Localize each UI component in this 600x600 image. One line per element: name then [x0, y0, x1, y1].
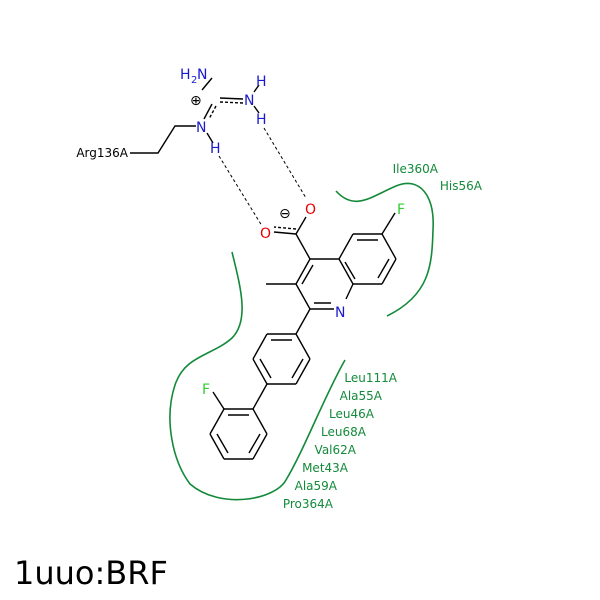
bond-ne-h	[206, 132, 214, 144]
pocket-contours	[169, 182, 434, 501]
bond-nh1-h	[253, 84, 260, 93]
arg-nh1-h-top: H	[256, 74, 267, 90]
atom-f-top: F	[397, 202, 405, 218]
bond-c2-c3	[295, 283, 311, 310]
atom-minus-charge: ⊖	[279, 206, 291, 222]
pocket-arc-bottom	[169, 251, 346, 501]
bond-cz-nh2	[201, 77, 213, 91]
bond-c3-c4	[295, 258, 311, 285]
bond-cz-nh1-dash	[219, 101, 244, 104]
bond-c4a-c5	[338, 233, 354, 260]
arg-nh2-sub: 2	[191, 75, 197, 86]
bond-phenyl-link	[252, 383, 268, 410]
arg-ne-n: N	[196, 120, 206, 136]
residue-label: His56A	[440, 179, 483, 193]
arginine-labels: Arg136A H 2 N ⊕ N H H N H	[76, 67, 266, 160]
pocket-arc-top	[335, 182, 434, 317]
ligand-bonds	[130, 77, 397, 460]
hydrogen-bonds	[218, 127, 307, 227]
pocket-residue-labels-top: Ile360A His56A	[393, 162, 483, 193]
residue-label: Met43A	[302, 461, 349, 475]
bond-cz-nh1	[219, 97, 244, 100]
residue-label: Val62A	[315, 443, 357, 457]
ligand-atom-labels: O ⊖ O N F F	[202, 202, 405, 398]
atom-o-left: O	[260, 226, 271, 242]
atom-n-ring: N	[335, 305, 345, 321]
bond-fph-3-inner	[216, 433, 229, 454]
bond-c-oleft-dash	[273, 226, 297, 230]
bond-c2-phenyl	[295, 308, 311, 335]
atom-f-bottom: F	[202, 382, 210, 398]
pocket-residue-labels-bottom: Leu111A Ala55A Leu46A Leu68A Val62A Met4…	[283, 371, 398, 511]
residue-label: Leu46A	[329, 407, 375, 421]
bond-ph-6	[295, 333, 311, 360]
bond-fph-5-inner	[248, 433, 261, 454]
bond-c6-c7	[381, 233, 397, 260]
hbond-1	[218, 155, 263, 227]
bond-fph-2	[209, 408, 225, 435]
arg-residue-label: Arg136A	[76, 146, 128, 160]
bond-c6-f	[381, 212, 396, 235]
bond-fph-6	[252, 408, 268, 435]
residue-label: Ile360A	[393, 162, 439, 176]
residue-label: Pro364A	[283, 497, 334, 511]
bond-c-oleft	[273, 231, 297, 235]
bond-ph-5-inner	[291, 358, 304, 379]
bond-c4-carboxyl	[295, 233, 311, 260]
bond-c4a-c8a	[338, 258, 354, 285]
bond-c7-c8	[381, 258, 397, 285]
bond-ph-5	[295, 358, 311, 385]
arg-plus-charge: ⊕	[190, 93, 202, 109]
hbond-2	[263, 127, 307, 199]
bond-ph-3-inner	[259, 358, 272, 379]
arg-nh1-n: N	[244, 93, 254, 109]
arg-nh2-h: H	[180, 67, 191, 83]
bond-ph-2	[252, 333, 268, 360]
residue-label: Ala59A	[295, 479, 338, 493]
arg-chain-bonds	[130, 125, 196, 154]
bond-c-otop	[295, 216, 307, 235]
bond-fph-f	[212, 391, 225, 410]
residue-label: Leu68A	[321, 425, 367, 439]
bond-nh1-h2	[253, 105, 260, 114]
bond-cz-ne	[203, 103, 213, 120]
bond-c8a-n1	[345, 283, 354, 300]
arg-nh2-n: N	[197, 67, 207, 83]
bond-fph-5	[252, 433, 268, 460]
arg-ne-h: H	[210, 141, 221, 157]
bond-c3-c4-inner	[301, 264, 314, 285]
bond-c7-c8-inner	[377, 258, 390, 279]
bond-cz-ne-dash	[208, 105, 217, 120]
arg-nh1-h-bottom: H	[256, 112, 267, 128]
residue-label: Ala55A	[340, 389, 383, 403]
residue-label: Leu111A	[344, 371, 397, 385]
atom-o-top: O	[305, 202, 316, 218]
bond-fph-3	[209, 433, 225, 460]
diagram-title: 1uuo:BRF	[14, 554, 168, 592]
bond-ph-3	[252, 358, 268, 385]
bond-c4a-c8a-inner	[344, 261, 356, 280]
